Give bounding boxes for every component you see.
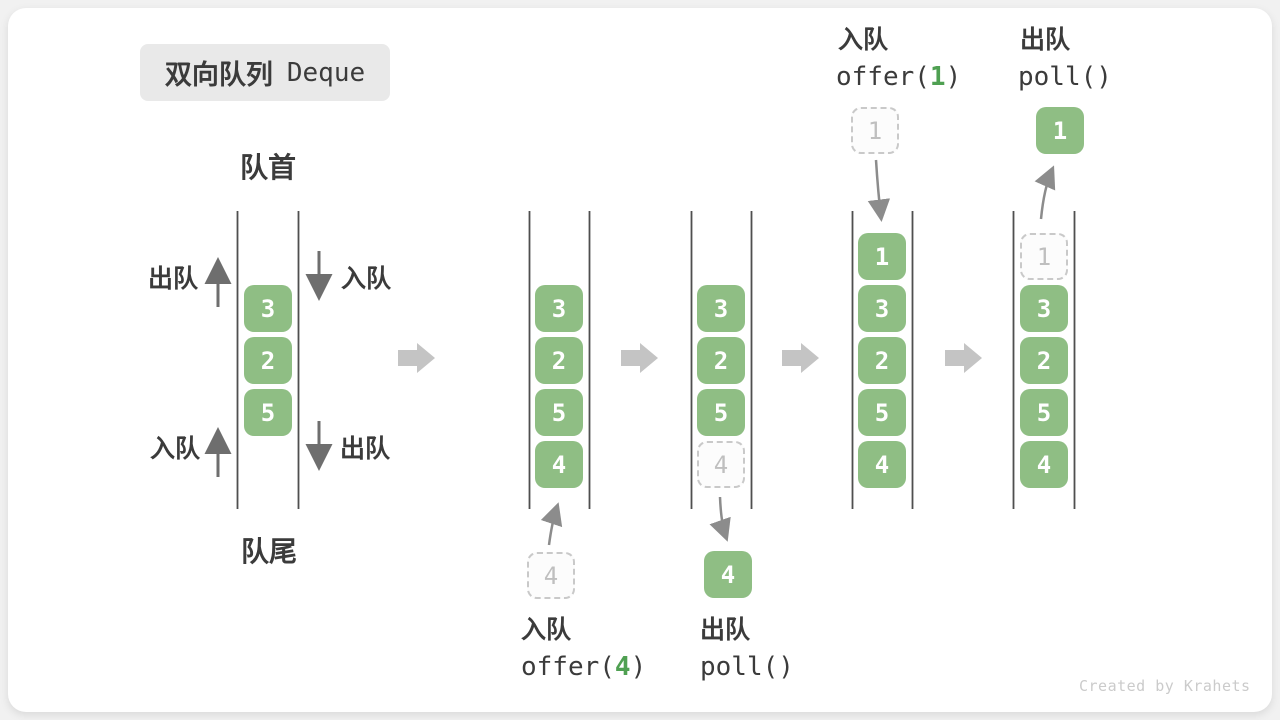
queue-cell-ghost: 4: [697, 441, 745, 488]
enqueue1-label: 入队: [838, 26, 889, 54]
queue-cell: 3: [1020, 285, 1068, 332]
queue-cell: 2: [1020, 337, 1068, 384]
queue-cell: 5: [1020, 389, 1068, 436]
queue-cell: 4: [535, 441, 583, 488]
enqueue4-label: 入队: [521, 616, 572, 644]
queue-cell: 5: [244, 389, 292, 436]
rear-label: 队尾: [241, 536, 298, 567]
queue-cell: 3: [858, 285, 906, 332]
queue-cell: 2: [697, 337, 745, 384]
dequeue1-label: 出队: [1020, 26, 1071, 54]
dequeue-bottom-right-label: 出队: [340, 435, 391, 463]
enqueue1-code: offer(1): [836, 64, 961, 90]
queue-cell: 5: [858, 389, 906, 436]
dequeued-value-cell: 4: [704, 551, 752, 598]
queue-cell: 2: [535, 337, 583, 384]
dequeue1-code: poll(): [1018, 62, 1112, 92]
queue-cell: 5: [697, 389, 745, 436]
dequeue-top-left-label: 出队: [148, 265, 199, 293]
enqueue-value-ghost-cell: 4: [527, 552, 575, 599]
title-zh: 双向队列: [164, 60, 273, 90]
title-en: Deque: [286, 57, 366, 88]
front-label: 队首: [240, 152, 297, 183]
code-arg: 1: [929, 62, 946, 92]
enqueue-value-ghost-cell: 1: [851, 107, 899, 154]
dequeue4-code: poll(): [700, 652, 794, 682]
dequeue4-label: 出队: [700, 616, 751, 644]
watermark: Created by Krahets: [1079, 677, 1251, 695]
enqueue4-code: offer(4): [521, 654, 646, 680]
dequeued-value-cell: 1: [1036, 107, 1084, 154]
enqueue-bottom-left-label: 入队: [150, 435, 201, 463]
queue-cell: 4: [1020, 441, 1068, 488]
queue-cell: 3: [697, 285, 745, 332]
queue-cell: 3: [244, 285, 292, 332]
queue-cell: 4: [858, 441, 906, 488]
queue-cell-ghost: 1: [1020, 233, 1068, 280]
queue-cell: 3: [535, 285, 583, 332]
queue-cell: 5: [535, 389, 583, 436]
queue-cell: 2: [244, 337, 292, 384]
code-text: offer(: [836, 62, 930, 92]
queue-cell: 2: [858, 337, 906, 384]
code-text: offer(: [521, 652, 615, 682]
code-text: ): [945, 62, 962, 92]
queue-cell: 1: [858, 233, 906, 280]
code-arg: 4: [614, 652, 631, 682]
enqueue-top-right-label: 入队: [341, 265, 392, 293]
code-text: ): [630, 652, 647, 682]
title-badge: 双向队列 Deque: [140, 44, 390, 101]
